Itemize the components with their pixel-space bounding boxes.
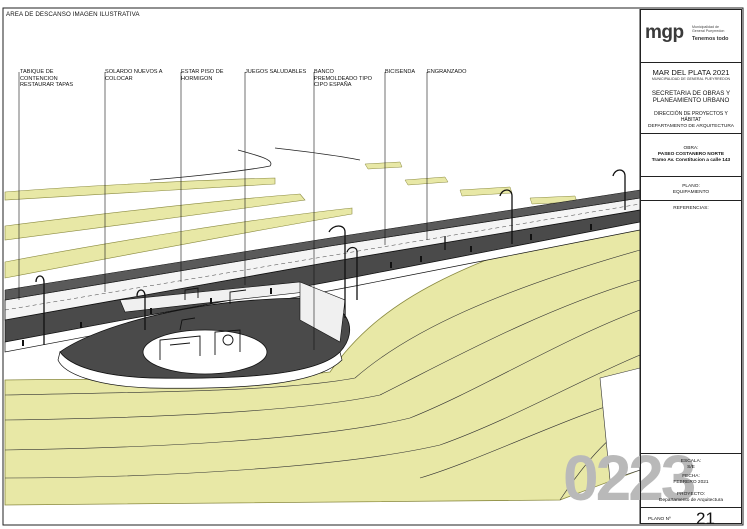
grass-strip (4, 193, 306, 241)
divider (641, 453, 741, 454)
escala-value: S/E (687, 465, 695, 470)
retaining-wall (299, 281, 346, 343)
logo-mark: mgp (645, 22, 684, 43)
callout-estar: ESTAR PISO DE HORMIGON (181, 69, 224, 82)
callout-leaders (18, 72, 428, 350)
bicisenda-centerline (4, 203, 641, 311)
grass-strip (4, 177, 276, 201)
stamp-number: 0223 (563, 442, 696, 514)
plano-value: EQUIPAMIENTO (672, 190, 710, 195)
lamp-posts (35, 169, 626, 345)
contour-line (4, 309, 641, 451)
fecha-label: FECHA: (682, 474, 700, 479)
divider (641, 62, 741, 63)
divider (641, 133, 741, 134)
departamento: DEPARTAMENTO DE ARQUITECTURA (648, 124, 734, 129)
proyecto-label: PROYECTO: (676, 492, 706, 497)
path-curb (149, 149, 272, 181)
sheet-border (2, 7, 744, 526)
logo-tagline: Tenemos todo (692, 36, 729, 42)
municipality: MUNICIPALIDAD DE GENERAL PUEYRREDON (651, 77, 731, 81)
proyecto-value: Departamento de Arquitectura (659, 498, 723, 503)
plano-numero-label: PLANO Nº (648, 517, 671, 522)
escala-label: ESCALA: (680, 459, 702, 464)
callout-bicisenda: BICISENDA (385, 69, 416, 75)
bollards (22, 224, 592, 346)
callout-juegos: JUEGOS SALUDABLES (245, 69, 307, 75)
contour-line (4, 249, 641, 396)
callout-banco: BANCO PREMOLDEADO TIPO CIPO ESPAÑA (314, 69, 373, 89)
divider (641, 176, 741, 177)
grass-patch (364, 161, 403, 170)
grass-patch (404, 176, 449, 186)
grass-strip (4, 207, 353, 279)
divider (641, 200, 741, 201)
exercise-equipment (159, 287, 247, 360)
logo: mgp Municipalidad de General Pueyrredon … (641, 14, 741, 62)
obra-label: OBRA: (683, 146, 699, 151)
rest-area-curb (57, 351, 343, 389)
logo-subtext: Municipalidad de General Pueyrredon (692, 25, 725, 34)
divider (641, 507, 741, 508)
contour-line (4, 279, 641, 421)
concrete-floor (142, 329, 268, 375)
obra-name: PASEO COSTANERO NORTE (657, 152, 725, 157)
callout-engranzado: ENGRANZADO (427, 69, 467, 75)
title-block: mgp Municipalidad de General Pueyrredon … (640, 9, 742, 528)
direccion: DIRECCIÓN DE PROYECTOS Y HÁBITAT (654, 111, 728, 123)
plano-numero-value: 21 (696, 509, 715, 528)
grass-patch (459, 186, 513, 197)
city-year: MAR DEL PLATA 2021 (652, 68, 730, 77)
plano-label: PLANO: (682, 184, 700, 189)
callout-solardo: SOLARDO NUEVOS A COLOCAR (105, 69, 163, 82)
drawing-title: AREA DE DESCANSO IMAGEN ILUSTRATIVA (6, 11, 140, 18)
obra-tramo: Tramo Av. Constitucion a calle 143 (651, 158, 731, 163)
callout-tabique: TABIQUE DE CONTENCION RESTAURAR TAPAS (20, 69, 74, 89)
path-curb (274, 147, 361, 161)
referencias-label: REFERENCIAS: (673, 206, 709, 211)
fecha-value: FEBRERO 2021 (673, 480, 709, 485)
secretaria: SECRETARIA DE OBRAS Y PLANEAMIENTO URBAN… (651, 90, 731, 105)
contour-line (4, 354, 641, 479)
